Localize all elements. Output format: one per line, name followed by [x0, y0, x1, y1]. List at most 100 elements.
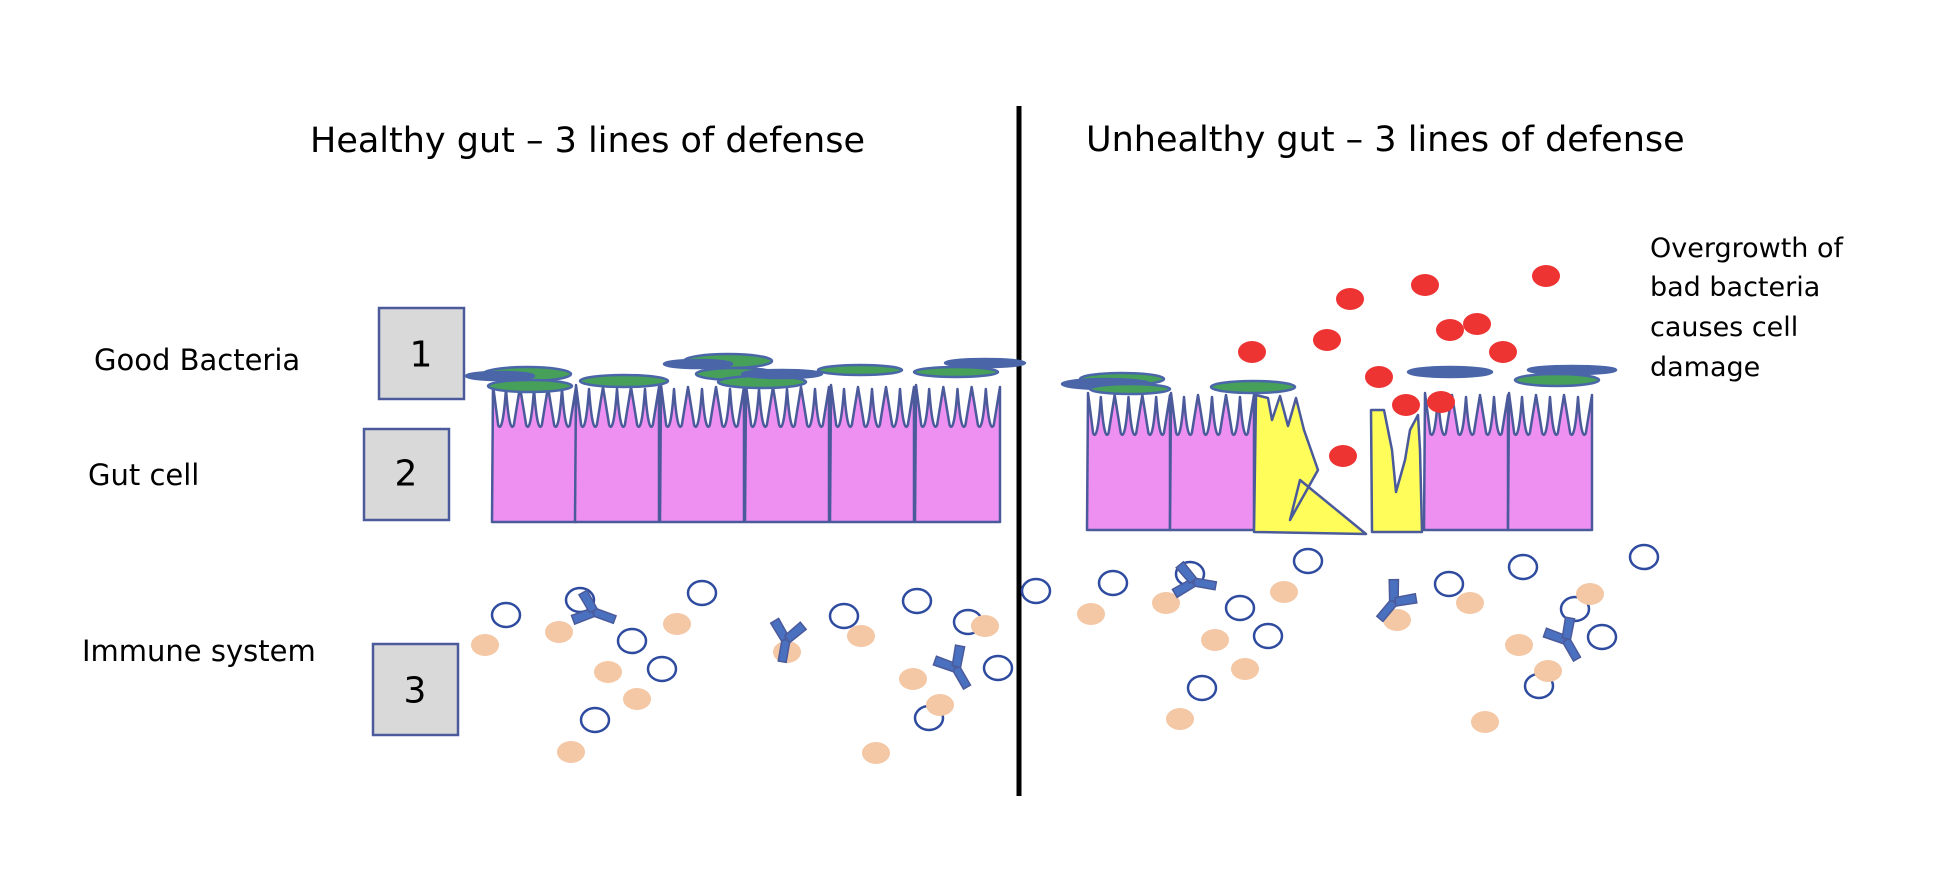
gut-cell	[1168, 391, 1256, 532]
bad-bacteria	[1365, 366, 1393, 388]
gut-cell	[913, 383, 1002, 524]
good-bacteria	[1513, 372, 1601, 388]
antibody-icon	[932, 644, 972, 691]
gut-cell	[743, 383, 831, 524]
good-bacteria	[578, 373, 670, 389]
good-bacteria-label: Good Bacteria	[94, 343, 300, 377]
antibody-icon	[1542, 616, 1582, 663]
bad-bacteria	[1238, 341, 1266, 363]
damaged-gut-cell	[1369, 408, 1424, 534]
immune-cell-filled	[1201, 629, 1229, 651]
good-bacteria	[1088, 382, 1172, 396]
number-box-3: 3	[371, 642, 460, 737]
immune-cell-open	[1252, 622, 1284, 650]
good-bacteria-layer	[464, 352, 1618, 396]
immune-cell-open	[1186, 674, 1218, 702]
good-bacteria	[662, 358, 734, 370]
immune-cell-filled	[1166, 708, 1194, 730]
good-bacteria	[943, 357, 1027, 369]
immune-cell-filled	[1456, 592, 1484, 614]
immune-cell-open	[1628, 543, 1660, 571]
number-2: 2	[395, 454, 418, 495]
immune-cell-filled	[1383, 609, 1411, 631]
immune-cell-open	[1507, 553, 1539, 581]
immune-cell-filled	[1505, 634, 1533, 656]
immune-cell-filled	[1534, 660, 1562, 682]
immune-cell-open	[490, 601, 522, 629]
immune-cell-open	[579, 706, 611, 734]
bad-bacteria	[1463, 313, 1491, 335]
immune-cell-filled	[594, 661, 622, 683]
immune-cell-open	[1586, 623, 1618, 651]
immune-cell-filled	[545, 621, 573, 643]
annotation-line-1: Overgrowth of	[1650, 233, 1845, 264]
good-bacteria	[486, 378, 574, 394]
good-bacteria	[816, 363, 904, 377]
gut-cell	[828, 383, 916, 524]
immune-cell-open	[1292, 547, 1324, 575]
gut-cell	[490, 383, 578, 524]
number-box-2: 2	[362, 427, 451, 522]
immune-cell-open	[901, 587, 933, 615]
immune-cell-open	[686, 579, 718, 607]
immune-cell-filled	[926, 694, 954, 716]
antibody-icon	[769, 617, 808, 664]
good-bacteria	[740, 368, 824, 380]
number-1: 1	[410, 335, 433, 376]
immune-cell-open	[1433, 570, 1465, 598]
number-box-1: 1	[377, 306, 466, 401]
immune-cell-filled	[971, 615, 999, 637]
bad-bacteria	[1329, 445, 1357, 467]
immune-cell-filled	[1471, 711, 1499, 733]
immune-cell-filled	[899, 668, 927, 690]
bad-bacteria	[1392, 394, 1420, 416]
immune-cell-filled	[1270, 581, 1298, 603]
immune-system-layer	[471, 543, 1660, 764]
bad-bacteria-layer	[1238, 265, 1560, 467]
good-bacteria	[1406, 365, 1494, 379]
bad-bacteria	[1336, 288, 1364, 310]
immune-cell-filled	[1152, 592, 1180, 614]
immune-cell-open	[1224, 594, 1256, 622]
bad-bacteria	[1411, 274, 1439, 296]
annotation-line-2: bad bacteria	[1650, 272, 1820, 303]
immune-cell-open	[646, 655, 678, 683]
gut-cell	[1085, 391, 1172, 532]
immune-cell-open	[982, 654, 1014, 682]
immune-cell-open	[1097, 569, 1129, 597]
immune-cell-filled	[1576, 583, 1604, 605]
annotation-line-3: causes cell	[1650, 312, 1798, 343]
antibody-icon	[570, 589, 618, 626]
immune-cell-filled	[847, 625, 875, 647]
good-bacteria	[464, 370, 536, 382]
immune-cell-filled	[471, 634, 499, 656]
immune-system-label: Immune system	[82, 634, 316, 668]
number-3: 3	[404, 671, 427, 712]
immune-cell-open	[828, 602, 860, 630]
immune-cell-filled	[663, 613, 691, 635]
annotation-line-4: damage	[1650, 352, 1760, 383]
immune-cell-open	[616, 627, 648, 655]
gut-cell-label: Gut cell	[88, 458, 199, 492]
gut-cell	[1422, 391, 1510, 532]
antibody-icon	[1171, 560, 1218, 599]
bad-bacteria	[1489, 341, 1517, 363]
unhealthy-gut-title: Unhealthy gut – 3 lines of defense	[1086, 120, 1685, 160]
good-bacteria	[1209, 379, 1297, 395]
good-bacteria	[912, 365, 1000, 379]
antibody-icon	[1375, 578, 1418, 623]
bad-bacteria	[1532, 265, 1560, 287]
gut-cell	[658, 383, 746, 524]
immune-cell-filled	[557, 741, 585, 763]
immune-cell-filled	[1231, 658, 1259, 680]
bad-bacteria	[1427, 391, 1455, 413]
bad-bacteria	[1436, 319, 1464, 341]
bad-bacteria	[1313, 329, 1341, 351]
gut-cell	[1506, 391, 1594, 532]
immune-cell-filled	[1077, 603, 1105, 625]
immune-cell-filled	[862, 742, 890, 764]
healthy-gut-title: Healthy gut – 3 lines of defense	[310, 121, 865, 161]
immune-cell-open	[1020, 577, 1052, 605]
damaged-gut-cell	[1252, 393, 1368, 536]
